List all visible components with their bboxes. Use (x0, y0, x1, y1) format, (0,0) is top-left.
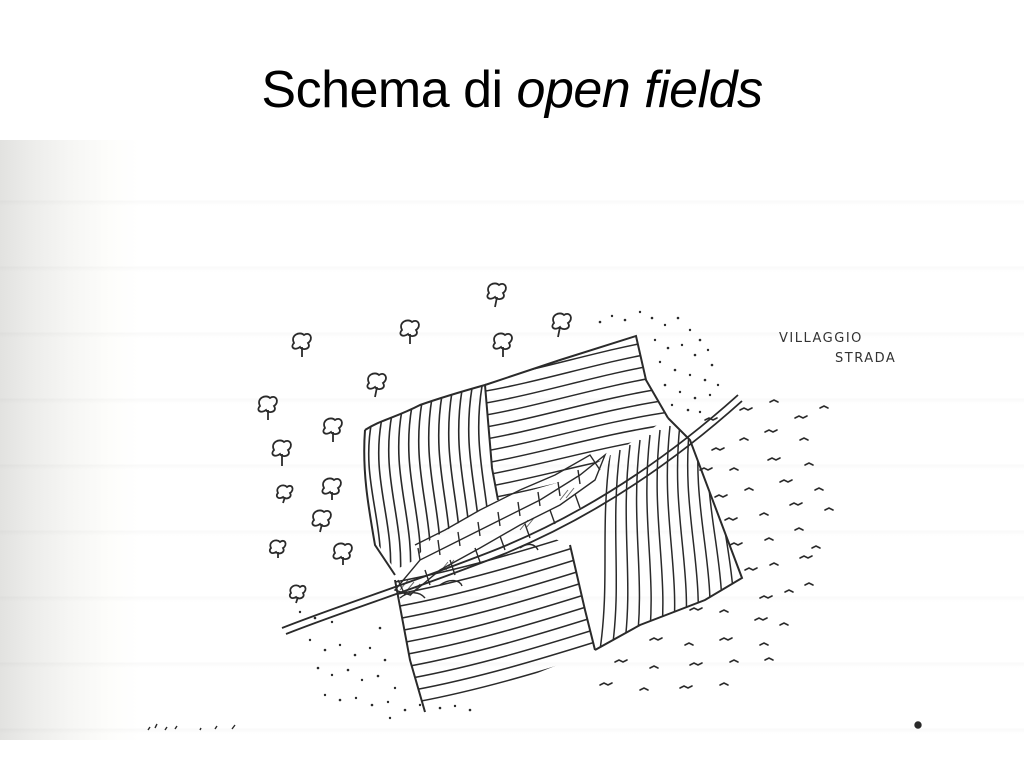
trees (257, 282, 572, 604)
field-east (599, 421, 735, 650)
bottom-scan-marks (147, 721, 922, 731)
slide-title: Schema di open fields (0, 61, 1024, 119)
village-hatch (399, 487, 575, 597)
label-road: STRADA (835, 351, 896, 366)
stipple-southwest (298, 610, 472, 720)
legend-labels: VILLAGGIO STRADA (779, 331, 896, 366)
title-plain: Schema di (261, 61, 517, 119)
field-northwest (367, 385, 492, 570)
meadow-marks (599, 399, 834, 691)
scanned-drawing (0, 140, 1024, 740)
field-south (395, 535, 595, 712)
village-houses (393, 452, 607, 599)
label-village: VILLAGGIO (779, 331, 863, 346)
road (281, 394, 743, 635)
stipple-northeast (598, 310, 720, 414)
scan-texture (0, 140, 1024, 740)
title-italic: open fields (516, 61, 764, 119)
